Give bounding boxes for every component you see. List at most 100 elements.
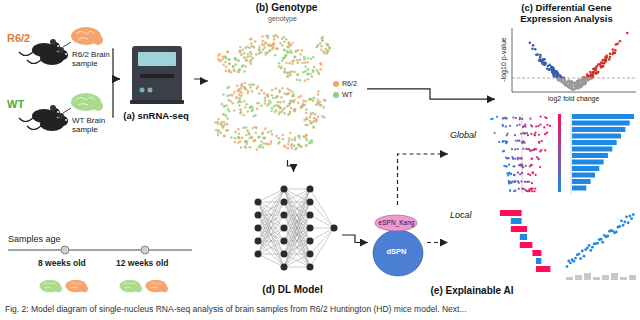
network-link (284, 189, 310, 241)
shap-point (510, 182, 512, 184)
volcano-point (572, 88, 575, 91)
umap-point (281, 38, 284, 41)
umap-point (285, 38, 288, 41)
network-link (258, 254, 284, 267)
umap-point (236, 85, 239, 88)
umap-point (235, 96, 238, 99)
umap-point (280, 96, 283, 99)
umap-point (297, 101, 300, 104)
umap-point (317, 90, 320, 93)
legend-item: R6/2 (333, 80, 357, 87)
importance-bar (572, 114, 634, 119)
umap-point (305, 112, 308, 115)
shap-point (530, 149, 532, 151)
shap-point (506, 134, 508, 136)
umap-point (221, 58, 224, 61)
umap-point (312, 125, 315, 128)
shap-point (538, 158, 540, 160)
sample-group: R6/2R6/2 Brain sample (5, 18, 112, 80)
umap-point (306, 118, 309, 121)
umap-point (258, 46, 261, 49)
flow-arrow (288, 160, 294, 172)
umap-point (234, 57, 237, 60)
umap-point (307, 78, 310, 81)
umap-point (314, 113, 317, 116)
umap-point (228, 58, 231, 61)
shap-point (521, 188, 523, 190)
volcano-point (556, 75, 559, 78)
mouse-icon (27, 47, 68, 65)
umap-point (289, 102, 292, 105)
umap-point (239, 96, 242, 99)
umap-point (223, 105, 226, 108)
volcano-point (570, 84, 573, 87)
brain-icon (146, 280, 168, 293)
network-link (310, 228, 334, 267)
umap-point (222, 63, 225, 66)
dependence-point (618, 225, 621, 228)
histogram-bar (611, 273, 618, 280)
umap-point (237, 136, 240, 139)
network-neuron (281, 186, 288, 193)
umap-point (326, 52, 329, 55)
umap-point (308, 142, 311, 145)
shap-point (505, 156, 507, 158)
shap-point (544, 133, 546, 135)
shap-point (524, 126, 526, 128)
umap-point (304, 124, 307, 127)
shap-point (521, 118, 523, 120)
volcano-point (589, 71, 592, 74)
shap-point (530, 164, 532, 166)
umap-point (305, 144, 308, 147)
shap-point (544, 133, 546, 135)
shap-point (519, 157, 521, 159)
brain-icon (71, 93, 103, 111)
network-link (258, 215, 284, 254)
flow-arrow (194, 79, 208, 81)
umap-point (240, 146, 243, 149)
umap-point (303, 56, 306, 59)
umap-point (273, 105, 276, 108)
umap-point (287, 41, 290, 44)
umap-point (327, 44, 330, 47)
umap-point (244, 65, 247, 68)
volcano-point (552, 68, 555, 71)
umap-point (261, 35, 264, 38)
umap-point (260, 140, 263, 143)
network-link (258, 189, 284, 241)
shap-point (530, 133, 532, 135)
umap-point (328, 46, 331, 49)
umap-point (299, 145, 302, 148)
umap-point (271, 94, 274, 97)
umap-point (250, 105, 253, 108)
volcano-point (581, 82, 584, 85)
umap-point (227, 129, 230, 132)
umap-point (285, 62, 288, 65)
umap-point (320, 48, 323, 51)
umap-point (283, 93, 286, 96)
shap-point (511, 148, 513, 150)
umap-point (278, 141, 281, 144)
network-link (284, 189, 310, 254)
umap-point (228, 69, 231, 72)
volcano-point (583, 83, 586, 86)
umap-point (245, 146, 248, 149)
flow-arrow (112, 49, 120, 79)
umap-point (267, 94, 270, 97)
umap-point (297, 143, 300, 146)
umap-point (220, 60, 223, 63)
umap-point (294, 139, 297, 142)
umap-point (251, 108, 254, 111)
network-link (284, 189, 310, 267)
pointer-line (63, 42, 71, 47)
volcano-point (567, 86, 570, 89)
umap-point (286, 147, 289, 150)
volcano-axes (512, 28, 636, 92)
umap-point (263, 92, 266, 95)
umap-point (226, 51, 229, 54)
umap-point (301, 61, 304, 64)
umap-point (269, 49, 272, 52)
volcano-point (552, 73, 555, 76)
umap-point (226, 117, 229, 120)
